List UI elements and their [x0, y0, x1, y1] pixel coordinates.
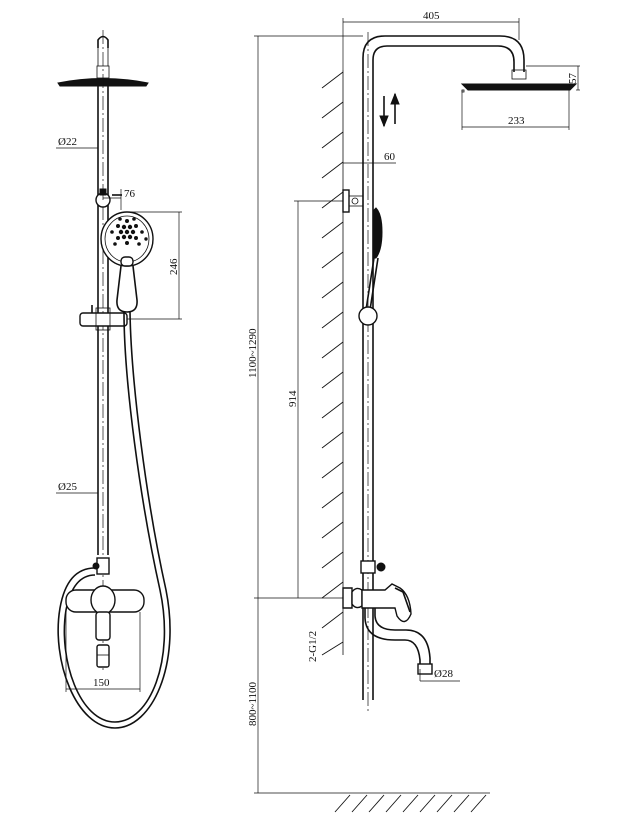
- label-405: 405: [423, 10, 440, 22]
- front-view: Ø22 76 246: [56, 30, 182, 729]
- side-view: 405 57 233 60 914: [247, 10, 580, 813]
- hand-shower-handle: [116, 265, 138, 313]
- label-d25: Ø25: [58, 481, 77, 493]
- riser-arm-outer: [362, 35, 525, 700]
- label-d28: Ø28: [434, 668, 453, 680]
- label-57: 57: [567, 73, 579, 85]
- spout-aerator: [417, 663, 433, 675]
- hand-shower-handle-side: [365, 257, 375, 311]
- label-1100-1290: 1100~1290: [247, 328, 259, 378]
- mixer-spout: [96, 644, 110, 668]
- mixer-connector-side: [360, 560, 376, 574]
- spray-selector: [120, 256, 134, 267]
- mixer-spout-side: [364, 608, 421, 668]
- mixer-body-side: [361, 583, 412, 623]
- label-76: 76: [124, 188, 136, 200]
- label-2-g1-2: 2-G1/2: [307, 631, 319, 662]
- mixer-spout-neck: [95, 611, 111, 641]
- label-914: 914: [287, 390, 299, 407]
- label-233: 233: [508, 115, 525, 127]
- shower-hose: [63, 311, 166, 723]
- slide-holder-side: [358, 306, 378, 326]
- slide-holder: [79, 312, 128, 327]
- height-adjust-arrows: [379, 92, 400, 128]
- floor-hatch: [334, 794, 487, 813]
- label-150: 150: [93, 677, 110, 689]
- hand-shower-nozzles: [110, 217, 148, 246]
- mixer-handle: [90, 585, 116, 615]
- hand-shower-side: [373, 207, 383, 259]
- rain-head-side: [460, 83, 578, 91]
- label-800-1100: 800~1100: [247, 681, 259, 726]
- label-d22: Ø22: [58, 136, 77, 148]
- wall-escutcheon: [351, 587, 363, 609]
- label-246: 246: [168, 258, 180, 275]
- label-60: 60: [384, 151, 396, 163]
- riser-arm-inner: [372, 45, 515, 700]
- wall-hatch: [321, 71, 344, 656]
